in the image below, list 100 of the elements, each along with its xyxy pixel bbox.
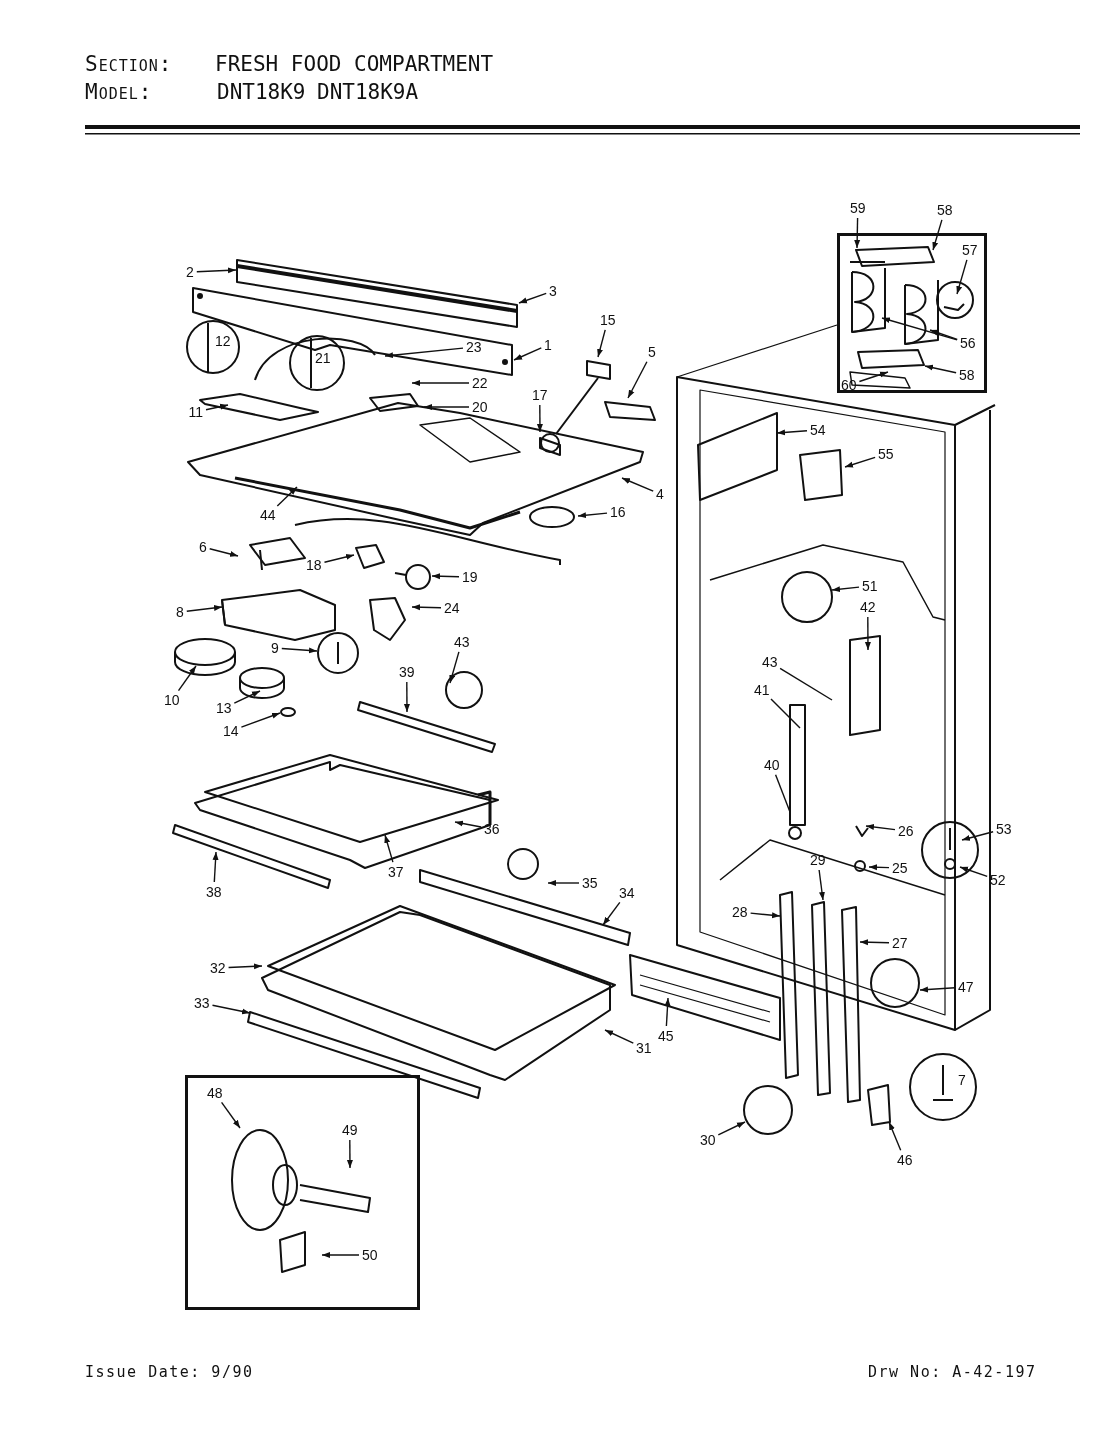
model-heading: Model: — [85, 80, 153, 104]
callout-number: 29 — [810, 853, 826, 867]
leader-line — [621, 477, 654, 492]
leader-line — [276, 486, 298, 507]
leader-line — [240, 712, 281, 728]
leader-line — [717, 1121, 746, 1136]
callout-number: 55 — [878, 447, 894, 461]
leader-line — [961, 831, 994, 841]
callout-number: 48 — [207, 1086, 223, 1100]
callout-number: 25 — [892, 861, 908, 875]
leader-line — [888, 1121, 902, 1151]
leader-line — [864, 616, 871, 651]
callout-number: 43 — [762, 655, 778, 669]
title: FRESH FOOD COMPARTMENT — [215, 52, 494, 76]
leader-line — [518, 292, 547, 304]
leader-line — [959, 866, 988, 877]
callout-number: 13 — [216, 701, 232, 715]
leader-line — [831, 586, 860, 593]
leader-line — [233, 690, 261, 704]
callout-number: 22 — [472, 376, 488, 390]
leader-line — [411, 380, 470, 386]
callout-number: 23 — [466, 340, 482, 354]
leader-line — [186, 604, 223, 612]
leader-line — [403, 681, 410, 713]
callout-number: 40 — [764, 758, 780, 772]
leader-line — [859, 939, 890, 946]
leader-line — [932, 219, 943, 251]
leader-line — [929, 329, 958, 340]
callout-number: 6 — [199, 540, 207, 554]
callout-number: 7 — [958, 1073, 966, 1087]
leader-line — [776, 429, 808, 436]
callout-number: 10 — [164, 693, 180, 707]
leader-line — [321, 1252, 360, 1258]
drawing-number-text: Drw No: A-42-197 — [868, 1363, 1037, 1381]
callout-number: 32 — [210, 961, 226, 975]
leader-line — [211, 1004, 251, 1015]
model-number: DNT18K9 — [217, 80, 306, 104]
leader-line — [384, 834, 394, 863]
callout-number: 57 — [962, 243, 978, 257]
leader-line — [854, 217, 861, 249]
callout-number: 42 — [860, 600, 876, 614]
leader-line — [627, 361, 648, 399]
leader-line — [881, 317, 958, 341]
leader-line — [868, 864, 890, 871]
callout-number: 36 — [484, 822, 500, 836]
callout-number: 35 — [582, 876, 598, 890]
callout-number: 52 — [990, 873, 1006, 887]
leader-line — [858, 371, 889, 383]
leader-line — [844, 456, 876, 468]
callout-number: 54 — [810, 423, 826, 437]
callout-number: 44 — [260, 508, 276, 522]
leader-line — [536, 404, 543, 433]
callout-number: 43 — [454, 635, 470, 649]
callout-number: 37 — [388, 865, 404, 879]
leader-line — [547, 880, 580, 886]
callout-number: 33 — [194, 996, 210, 1010]
callout-number: 50 — [362, 1248, 378, 1262]
callout-number: 38 — [206, 885, 222, 899]
leader-line — [209, 548, 239, 557]
callout-number: 41 — [754, 683, 770, 697]
leader-line — [423, 404, 470, 410]
callout-number: 51 — [862, 579, 878, 593]
callout-number: 21 — [315, 351, 331, 365]
callout-number: 34 — [619, 886, 635, 900]
issue-date-text: Issue Date: 9/90 — [85, 1363, 254, 1381]
leader-line — [919, 986, 956, 993]
leader-line — [604, 1029, 634, 1044]
callout-number: 26 — [898, 824, 914, 838]
callout-number: 5 — [648, 345, 656, 359]
leader-line — [865, 824, 896, 831]
inset-frame — [837, 233, 987, 393]
callout-number: 59 — [850, 201, 866, 215]
leader-line — [749, 912, 781, 919]
callout-number: 19 — [462, 570, 478, 584]
callout-number: 12 — [215, 334, 231, 348]
leader-line — [664, 997, 671, 1027]
leader-line — [205, 403, 229, 411]
callout-number: 27 — [892, 936, 908, 950]
callout-number: 39 — [399, 665, 415, 679]
section-heading: Section: — [85, 52, 173, 76]
callout-number: 3 — [549, 284, 557, 298]
callout-number: 9 — [271, 641, 279, 655]
callout-number: 16 — [610, 505, 626, 519]
callout-number: 47 — [958, 980, 974, 994]
leader-line — [770, 698, 801, 729]
leader-line — [454, 820, 482, 828]
callout-number: 17 — [532, 388, 548, 402]
model-number: DNT18K9A — [317, 80, 419, 104]
callout-number: 24 — [444, 601, 460, 615]
leader-line — [346, 1139, 353, 1169]
leader-line — [431, 573, 460, 580]
callout-number: 60 — [841, 378, 857, 392]
callout-number: 30 — [700, 1133, 716, 1147]
callout-number: 15 — [600, 313, 616, 327]
leader-line — [602, 901, 621, 926]
leader-line — [323, 554, 355, 563]
callout-number: 20 — [472, 400, 488, 414]
leader-line — [513, 347, 542, 361]
inset-frame — [185, 1075, 420, 1310]
callout-number: 46 — [897, 1153, 913, 1167]
